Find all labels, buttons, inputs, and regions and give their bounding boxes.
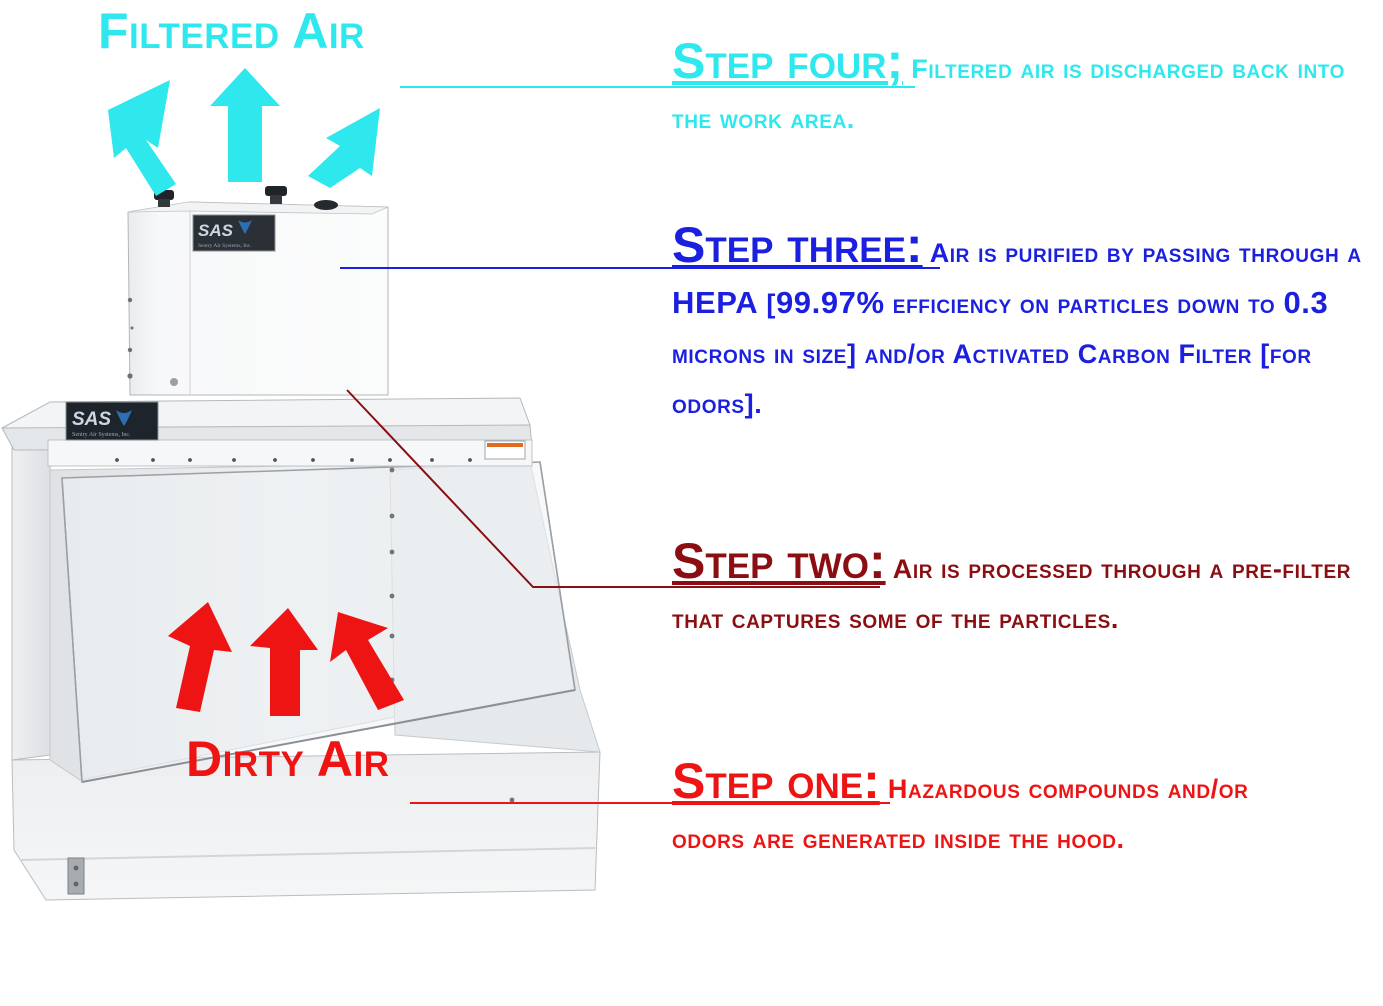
step-one-heading: Step one:: [672, 753, 880, 809]
step-three-efficiency: 99.97%: [775, 285, 885, 320]
svg-text:Sentry Air Systems, Inc.: Sentry Air Systems, Inc.: [198, 243, 252, 249]
filter-knobs: [154, 186, 338, 210]
filtered-air-arrows: [108, 68, 380, 196]
step-two-text: Air is processed through a pre-filter th…: [672, 554, 1352, 634]
step-three-text-3: efficiency on particles down to: [892, 289, 1276, 319]
step-three: Step three: Air is purified by passing t…: [672, 220, 1377, 429]
leader-step-two: [346, 389, 880, 588]
arrow-dirty-left: [168, 602, 232, 712]
arrow-dirty-right: [330, 612, 404, 710]
filtered-air-label: Filtered Air: [98, 3, 365, 59]
dirty-air-label: Dirty Air: [186, 731, 390, 787]
step-three-text-4: microns in size] and/or Activated Carbon…: [672, 339, 1312, 419]
arrow-dirty-center: [250, 608, 318, 716]
filter-module: SAS Sentry Air Systems, Inc.: [127, 186, 389, 396]
step-three-text-1: Air is purified by passing through a: [929, 238, 1362, 268]
step-three-microns: 0.3: [1283, 285, 1329, 320]
hood-logo: SAS Sentry Air Systems, Inc.: [65, 401, 159, 441]
arrow-up-left: [108, 80, 176, 196]
step-four-heading: Step four;: [672, 33, 904, 89]
step-three-text-2: [: [766, 289, 776, 319]
svg-text:SAS: SAS: [198, 221, 234, 240]
step-four: Step four; Filtered air is discharged ba…: [672, 36, 1372, 144]
hood-body: [11, 437, 601, 901]
step-one-text: Hazardous compounds and/or odors are gen…: [672, 774, 1249, 854]
svg-text:SAS: SAS: [72, 409, 111, 430]
dirty-air-arrows: [168, 602, 404, 716]
arrow-up-right: [308, 108, 380, 188]
arrow-up: [210, 68, 280, 182]
step-two: Step two: Air is processed through a pre…: [672, 536, 1362, 644]
step-three-hepa: HEPA: [672, 285, 759, 320]
step-four-text: Filtered air is discharged back into the…: [672, 54, 1346, 134]
step-three-heading: Step three:: [672, 217, 923, 273]
step-one: Step one: Hazardous compounds and/or odo…: [672, 756, 1322, 864]
step-two-heading: Step two:: [672, 533, 886, 589]
leader-lines: [340, 86, 940, 804]
svg-text:Sentry Air Systems, Inc.: Sentry Air Systems, Inc.: [72, 432, 131, 438]
